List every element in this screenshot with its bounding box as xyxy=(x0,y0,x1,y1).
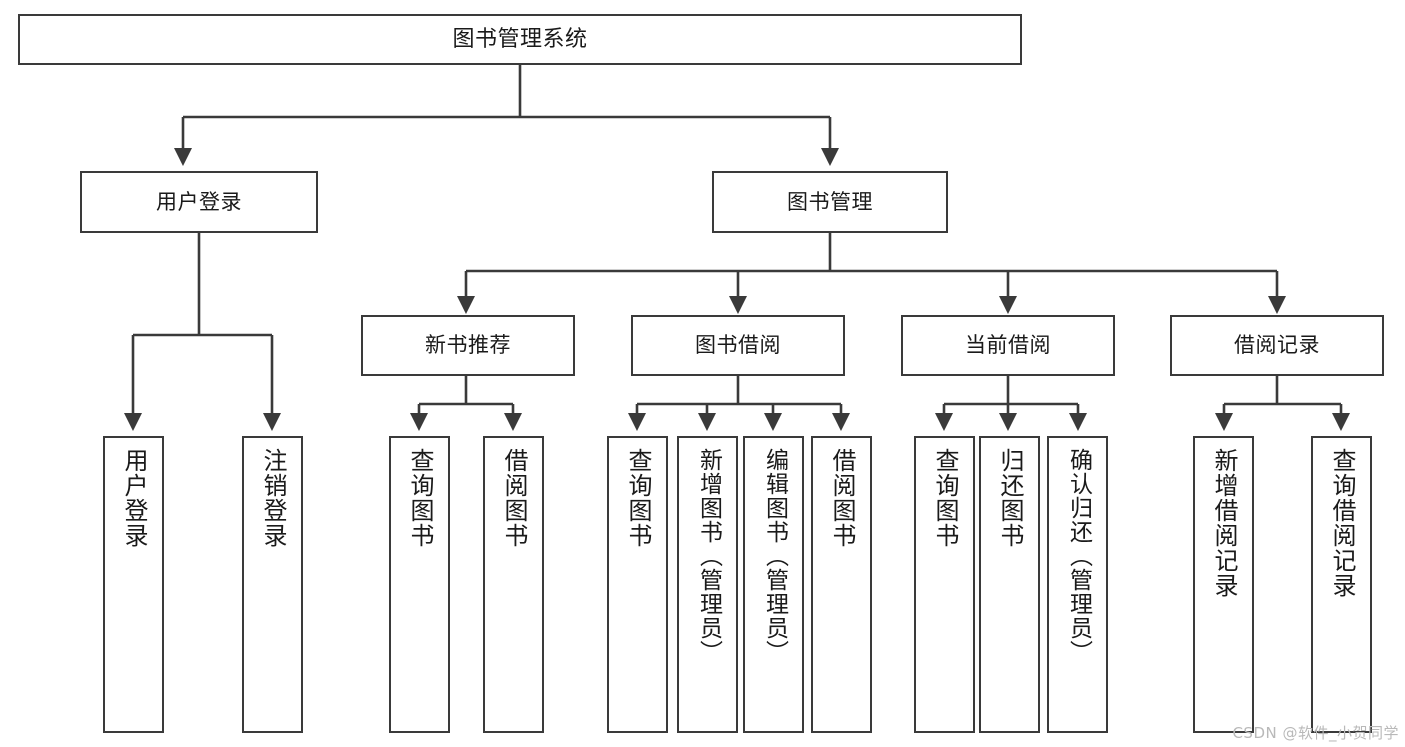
leaf-query-book-recommend[interactable]: 查询图书 xyxy=(389,436,450,733)
node-label: 图书管理系统 xyxy=(452,26,588,52)
leaf-query-book-borrow[interactable]: 查询图书 xyxy=(607,436,668,733)
node-label: 新书推荐 xyxy=(425,333,511,358)
node-label: 图书管理 xyxy=(787,189,873,214)
leaf-edit-book-admin[interactable]: 编辑图书（管理员） xyxy=(743,436,804,733)
leaf-add-borrow-record[interactable]: 新增借阅记录 xyxy=(1193,436,1254,733)
node-current-borrow[interactable]: 当前借阅 xyxy=(901,315,1115,376)
node-root-book-management-system[interactable]: 图书管理系统 xyxy=(18,14,1022,65)
node-label: 用户登录 xyxy=(156,189,242,214)
node-label: 新增图书（管理员） xyxy=(695,448,722,664)
leaf-borrow-book-recommend[interactable]: 借阅图书 xyxy=(483,436,544,733)
leaf-user-logout[interactable]: 注销登录 xyxy=(242,436,303,733)
leaf-user-login[interactable]: 用户登录 xyxy=(103,436,164,733)
node-label: 查询图书 xyxy=(623,448,652,548)
node-label: 借阅图书 xyxy=(827,448,856,548)
node-label: 编辑图书（管理员） xyxy=(761,448,788,664)
node-book-management[interactable]: 图书管理 xyxy=(712,171,948,233)
node-label: 归还图书 xyxy=(995,448,1024,548)
leaf-confirm-return-admin[interactable]: 确认归还（管理员） xyxy=(1047,436,1108,733)
node-borrow-record[interactable]: 借阅记录 xyxy=(1170,315,1384,376)
node-user-login[interactable]: 用户登录 xyxy=(80,171,318,233)
leaf-query-book-current[interactable]: 查询图书 xyxy=(914,436,975,733)
leaf-add-book-admin[interactable]: 新增图书（管理员） xyxy=(677,436,738,733)
node-new-book-recommend[interactable]: 新书推荐 xyxy=(361,315,575,376)
node-label: 新增借阅记录 xyxy=(1209,448,1238,598)
node-label: 借阅记录 xyxy=(1234,333,1320,358)
node-label: 当前借阅 xyxy=(965,333,1051,358)
node-label: 查询图书 xyxy=(930,448,959,548)
node-label: 借阅图书 xyxy=(499,448,528,548)
leaf-return-book[interactable]: 归还图书 xyxy=(979,436,1040,733)
leaf-borrow-book[interactable]: 借阅图书 xyxy=(811,436,872,733)
node-label: 注销登录 xyxy=(258,448,287,548)
node-label: 确认归还（管理员） xyxy=(1065,448,1092,664)
node-label: 查询借阅记录 xyxy=(1327,448,1356,598)
watermark-text: CSDN @软件_小贺同学 xyxy=(1232,724,1399,742)
leaf-query-borrow-record[interactable]: 查询借阅记录 xyxy=(1311,436,1372,733)
node-label: 查询图书 xyxy=(405,448,434,548)
node-label: 图书借阅 xyxy=(695,333,781,358)
node-label: 用户登录 xyxy=(119,448,148,548)
node-book-borrow[interactable]: 图书借阅 xyxy=(631,315,845,376)
